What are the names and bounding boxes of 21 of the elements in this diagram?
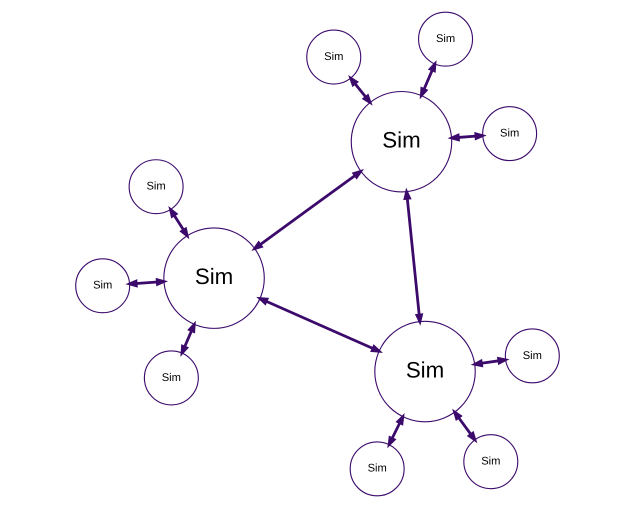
arrow	[448, 132, 487, 142]
node-circle: Sim	[482, 106, 538, 162]
node-circle: Sim	[306, 30, 362, 85]
node-circle: Sim	[128, 159, 184, 214]
node-circle: Sim	[144, 350, 199, 406]
arrow	[180, 320, 196, 357]
node-circle: Sim	[463, 434, 518, 490]
arrow	[452, 408, 478, 444]
arrow	[256, 296, 383, 353]
node-circle: Sim	[350, 441, 405, 496]
arrow	[125, 278, 168, 288]
arrow	[387, 413, 405, 448]
node-circle: Sim	[504, 328, 560, 384]
arrow	[168, 206, 190, 240]
arrow	[470, 356, 510, 368]
node-circle: Sim	[418, 12, 474, 67]
arrow	[251, 169, 364, 252]
arrow	[403, 188, 424, 326]
arrow	[348, 75, 373, 106]
node-circle: Sim	[75, 258, 130, 314]
arrow	[420, 60, 437, 100]
